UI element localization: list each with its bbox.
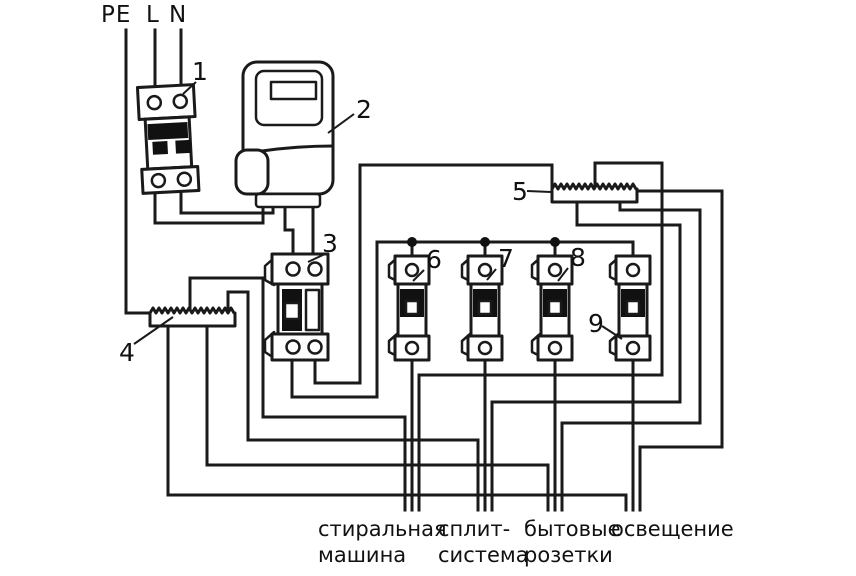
wire-pe-group2 xyxy=(226,290,480,512)
meter-terminal-cover xyxy=(254,192,322,209)
wire-pe-input xyxy=(124,28,152,315)
wire-pe-group3 xyxy=(205,323,550,512)
breaker-9 xyxy=(608,254,652,362)
circuit-breakers xyxy=(387,254,652,362)
label-2: 2 xyxy=(356,95,372,124)
wire-n-group1 xyxy=(417,161,664,512)
circuit-label-sockets-2: розетки xyxy=(524,543,613,567)
n-bus-bar xyxy=(550,182,639,204)
component-number-labels: 1 2 3 4 5 6 7 8 9 xyxy=(119,57,604,367)
main-breaker xyxy=(135,83,201,195)
wire-breaker-to-meter-l xyxy=(153,178,265,225)
leader-lines xyxy=(133,81,623,345)
circuit-label-washing-machine-1: стиральная xyxy=(318,517,447,541)
pe-bus-bar xyxy=(148,306,237,328)
wire-n-group3 xyxy=(560,198,702,512)
electricity-meter xyxy=(234,60,335,209)
label-9: 9 xyxy=(588,309,604,338)
wires xyxy=(124,28,724,512)
label-8: 8 xyxy=(570,243,586,272)
label-5: 5 xyxy=(512,177,528,206)
circuit-label-lighting: освещение xyxy=(611,517,734,541)
rcd-breaker xyxy=(263,252,330,362)
breaker-6 xyxy=(387,254,431,362)
wire-meter-to-rcd-1 xyxy=(283,193,295,266)
circuit-label-washing-machine-2: машина xyxy=(318,543,406,567)
junction-dots xyxy=(407,237,560,247)
wire-rcd-n-to-nbar xyxy=(313,163,554,385)
breaker-8 xyxy=(530,254,574,362)
label-7: 7 xyxy=(498,244,514,273)
label-6: 6 xyxy=(426,245,442,274)
label-pe: PE xyxy=(101,2,131,28)
breaker-7 xyxy=(460,254,504,362)
wire-pe-group4 xyxy=(166,323,628,512)
circuit-label-split-system-2: система xyxy=(438,543,529,567)
meter-display xyxy=(269,80,318,101)
wire-n-group2 xyxy=(490,198,682,512)
label-n: N xyxy=(169,2,187,28)
label-3: 3 xyxy=(322,229,338,258)
label-1: 1 xyxy=(192,57,208,86)
rcd-toggle-window xyxy=(283,301,301,321)
circuit-label-sockets-1: бытовые xyxy=(524,517,621,541)
label-4: 4 xyxy=(119,338,135,367)
label-l: L xyxy=(146,2,160,28)
circuit-label-split-system-1: сплит- xyxy=(438,517,510,541)
input-labels: PE L N xyxy=(101,2,187,28)
wire-pe-group1 xyxy=(188,276,407,512)
circuit-labels: стиральная машина сплит- система бытовые… xyxy=(318,517,734,567)
wire-n-group4 xyxy=(635,189,724,512)
wire-rcd-l-to-bus xyxy=(290,240,635,399)
